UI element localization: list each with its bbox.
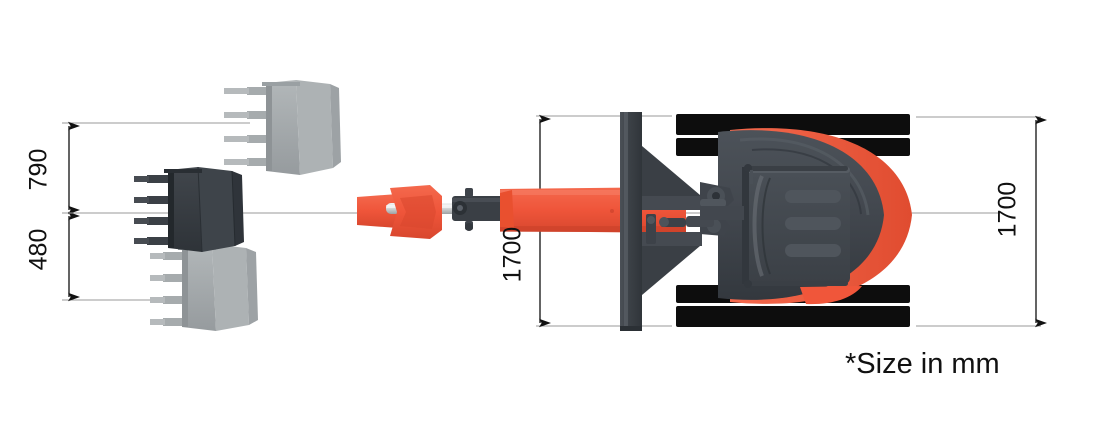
loader-linkage (659, 182, 734, 236)
dimension-label-1700-right: 1700 (993, 181, 1022, 238)
tractor-body (659, 128, 912, 305)
bucket-raised-ghost (224, 80, 341, 175)
backhoe-mast (620, 112, 702, 331)
dimension-label-480: 480 (24, 228, 53, 271)
bucket-lowered-ghost (150, 244, 258, 331)
dimension-label-790: 790 (24, 148, 53, 191)
units-note: *Size in mm (845, 348, 1000, 380)
bucket-level-solid (134, 166, 244, 253)
dimension-label-1700-center: 1700 (498, 226, 527, 283)
